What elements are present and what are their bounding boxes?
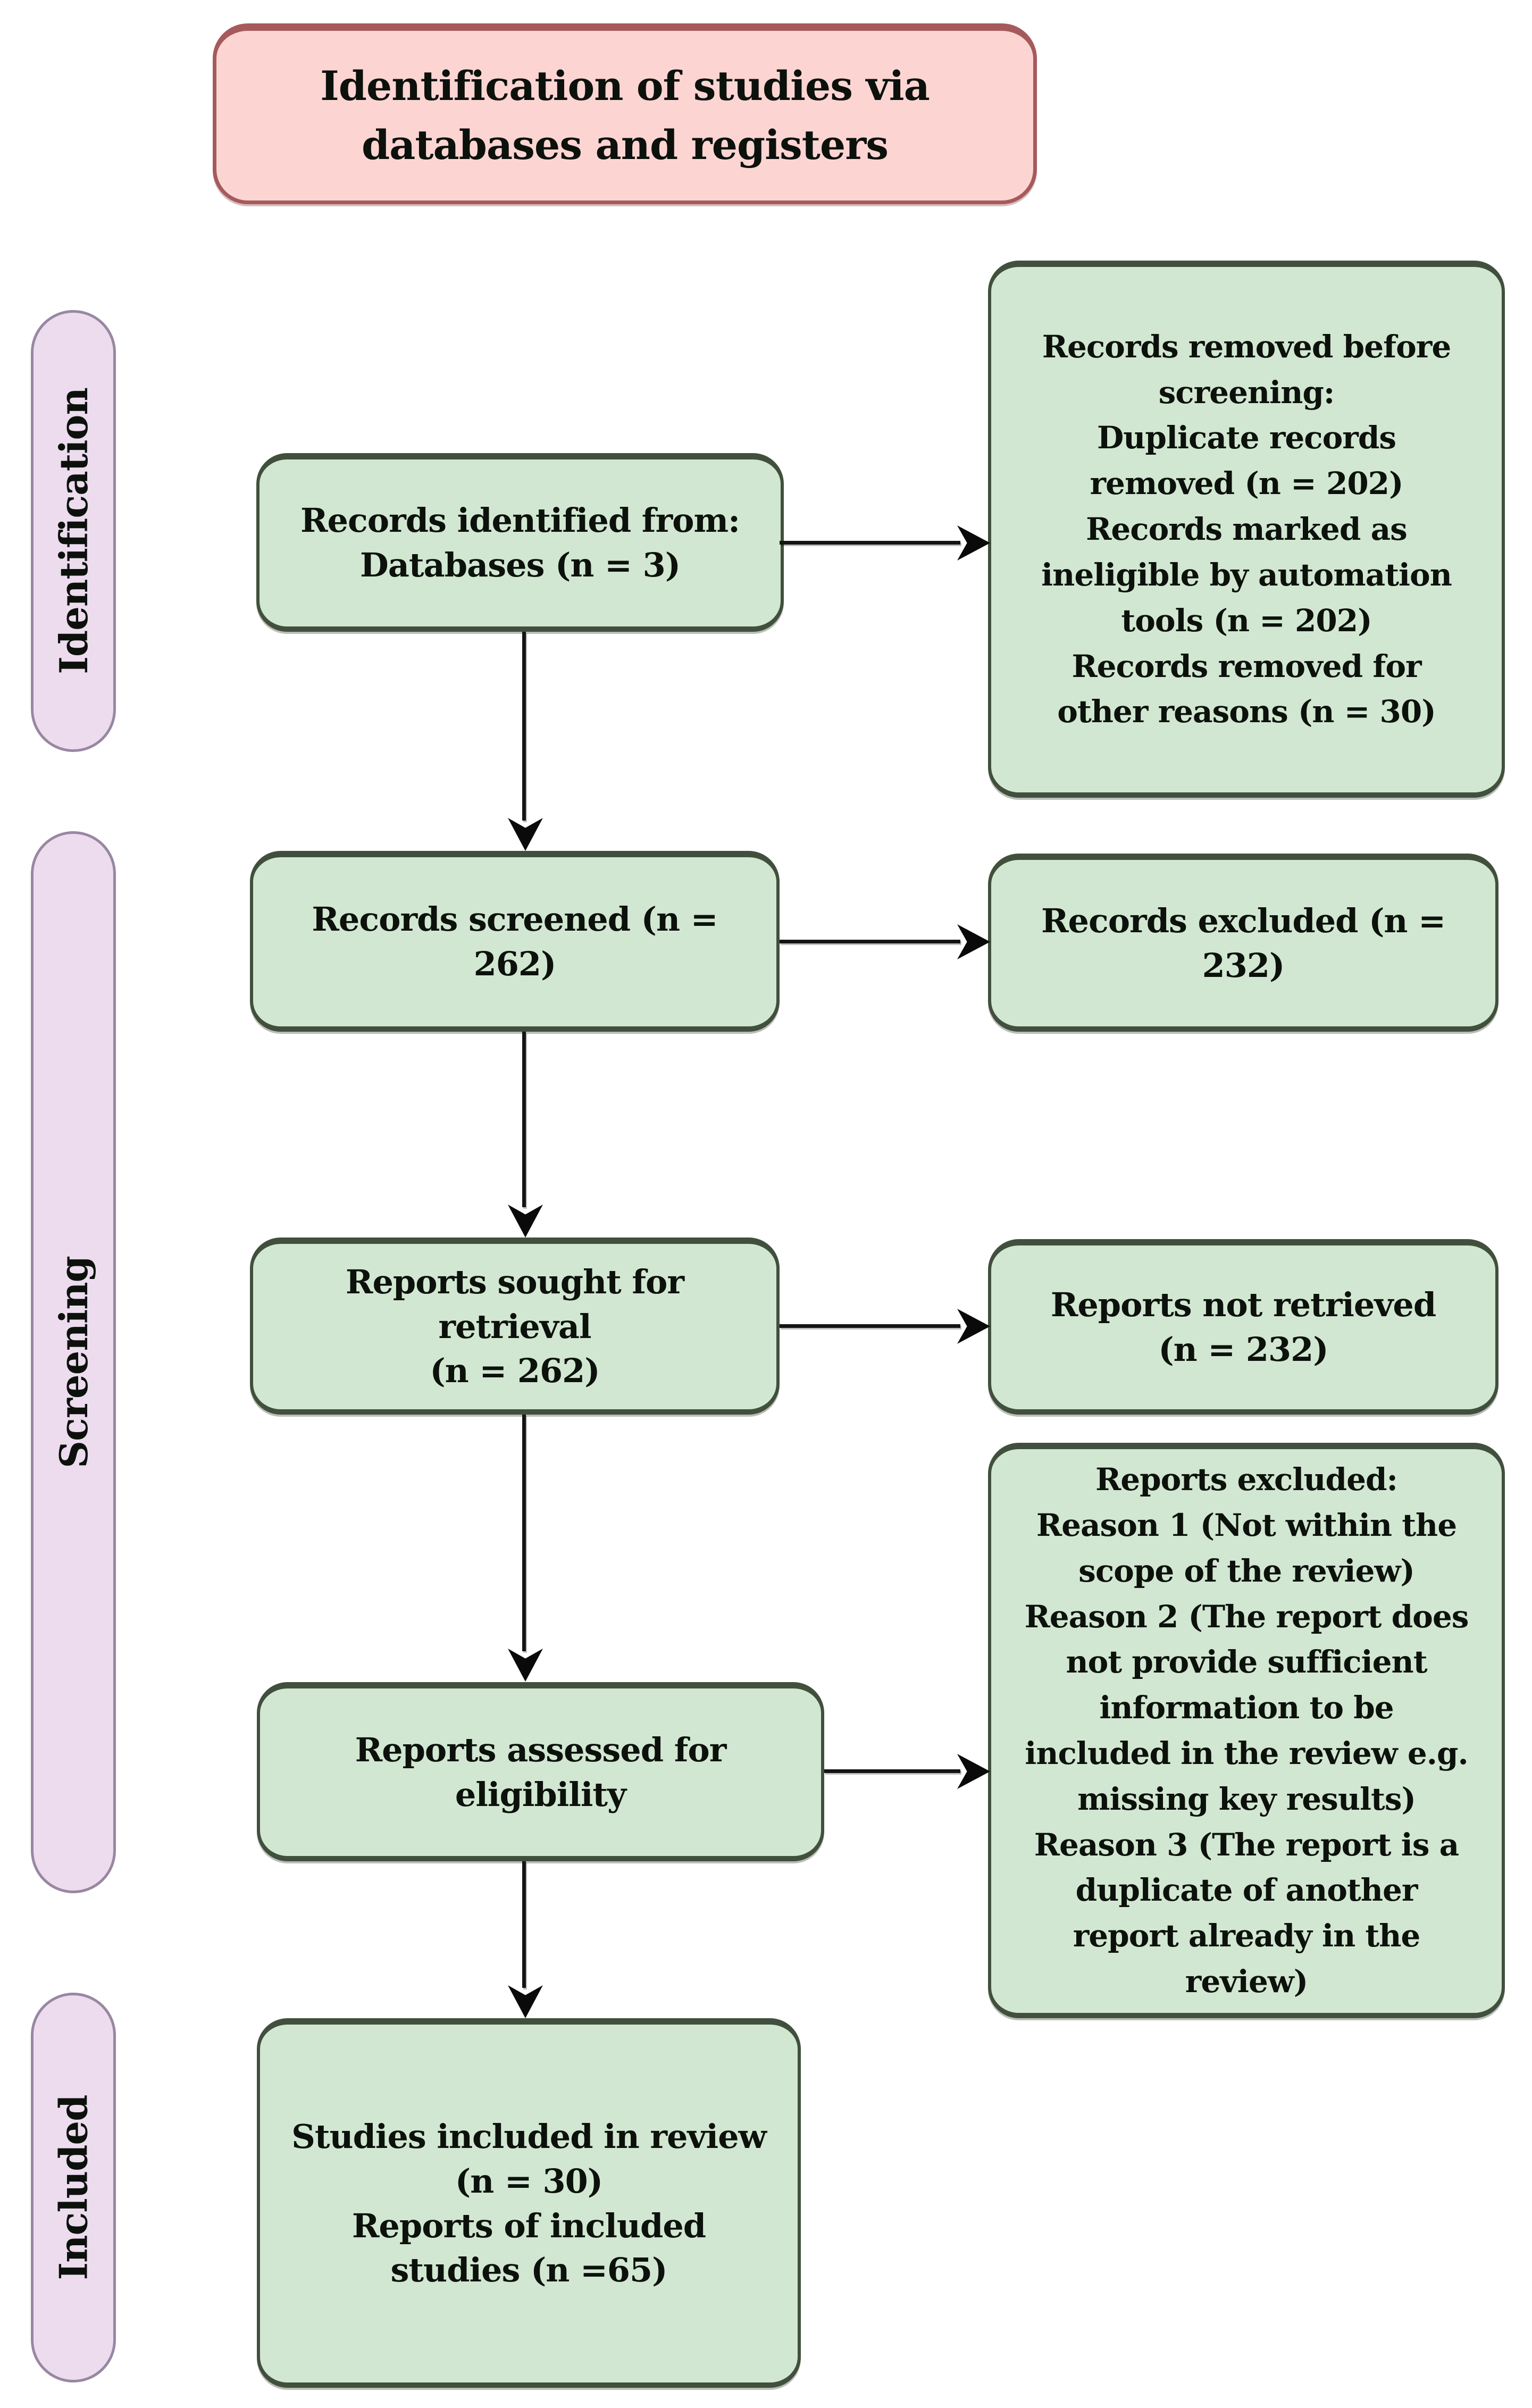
arrow-sought-to-notretrieved-line: [780, 1324, 960, 1328]
arrow-identified-to-screened-line: [522, 632, 526, 821]
stage-pill-identification: Identification: [31, 310, 116, 752]
stage-pill-included: Included: [31, 1993, 116, 2382]
arrow-screened-to-excluded-head-icon: [957, 924, 990, 959]
arrow-screened-to-sought-line: [522, 1032, 526, 1207]
arrow-assessed-to-included-head-icon: [508, 1985, 543, 2018]
box-reports-assessed: Reports assessed for eligibility: [257, 1682, 824, 1861]
box-reports-assessed-text: Reports assessed for eligibility: [355, 1730, 727, 1814]
arrow-sought-to-assessed-head-icon: [508, 1649, 543, 1682]
arrow-screened-to-sought-head-icon: [508, 1205, 543, 1238]
arrow-identified-to-removed-line: [780, 541, 960, 545]
arrow-sought-to-notretrieved-head-icon: [957, 1309, 990, 1344]
box-reports-not-retrieved: Reports not retrieved (n = 232): [988, 1239, 1498, 1415]
box-records-screened: Records screened (n = 262): [250, 851, 780, 1032]
box-reports-sought: Reports sought for retrieval (n = 262): [250, 1238, 780, 1415]
box-records-screened-text: Records screened (n = 262): [312, 900, 718, 983]
box-reports-not-retrieved-text: Reports not retrieved (n = 232): [1050, 1285, 1436, 1369]
box-studies-included: Studies included in review (n = 30) Repo…: [257, 2018, 801, 2388]
box-reports-sought-text: Reports sought for retrieval (n = 262): [345, 1262, 684, 1391]
arrow-screened-to-excluded-line: [780, 940, 960, 943]
stage-pill-screening: Screening: [31, 831, 116, 1893]
stage-label-screening: Screening: [51, 1256, 96, 1468]
box-records-excluded: Records excluded (n = 232): [988, 854, 1498, 1032]
box-records-identified: Records identified from: Databases (n = …: [256, 453, 784, 632]
box-reports-excluded-text: Reports excluded: Reason 1 (Not within t…: [1024, 1461, 1469, 2000]
arrow-sought-to-assessed-line: [522, 1415, 526, 1651]
stage-label-included: Included: [51, 2095, 96, 2280]
box-records-identified-text: Records identified from: Databases (n = …: [300, 501, 740, 584]
box-records-removed-text: Records removed before screening: Duplic…: [1041, 328, 1452, 730]
box-records-removed: Records removed before screening: Duplic…: [988, 261, 1505, 798]
stage-label-identification: Identification: [51, 388, 96, 674]
arrow-identified-to-screened-head-icon: [508, 818, 543, 851]
arrow-identified-to-removed-head-icon: [957, 525, 990, 561]
arrow-assessed-to-reportsexcluded-head-icon: [957, 1754, 990, 1789]
box-records-excluded-text: Records excluded (n = 232): [1041, 901, 1446, 985]
box-reports-excluded: Reports excluded: Reason 1 (Not within t…: [988, 1443, 1505, 2018]
box-studies-included-text: Studies included in review (n = 30) Repo…: [291, 2117, 767, 2290]
title-box: Identification of studies via databases …: [213, 23, 1037, 204]
arrow-assessed-to-included-line: [522, 1861, 526, 1988]
diagram-title: Identification of studies via databases …: [320, 62, 930, 169]
arrow-assessed-to-reportsexcluded-line: [824, 1769, 960, 1773]
